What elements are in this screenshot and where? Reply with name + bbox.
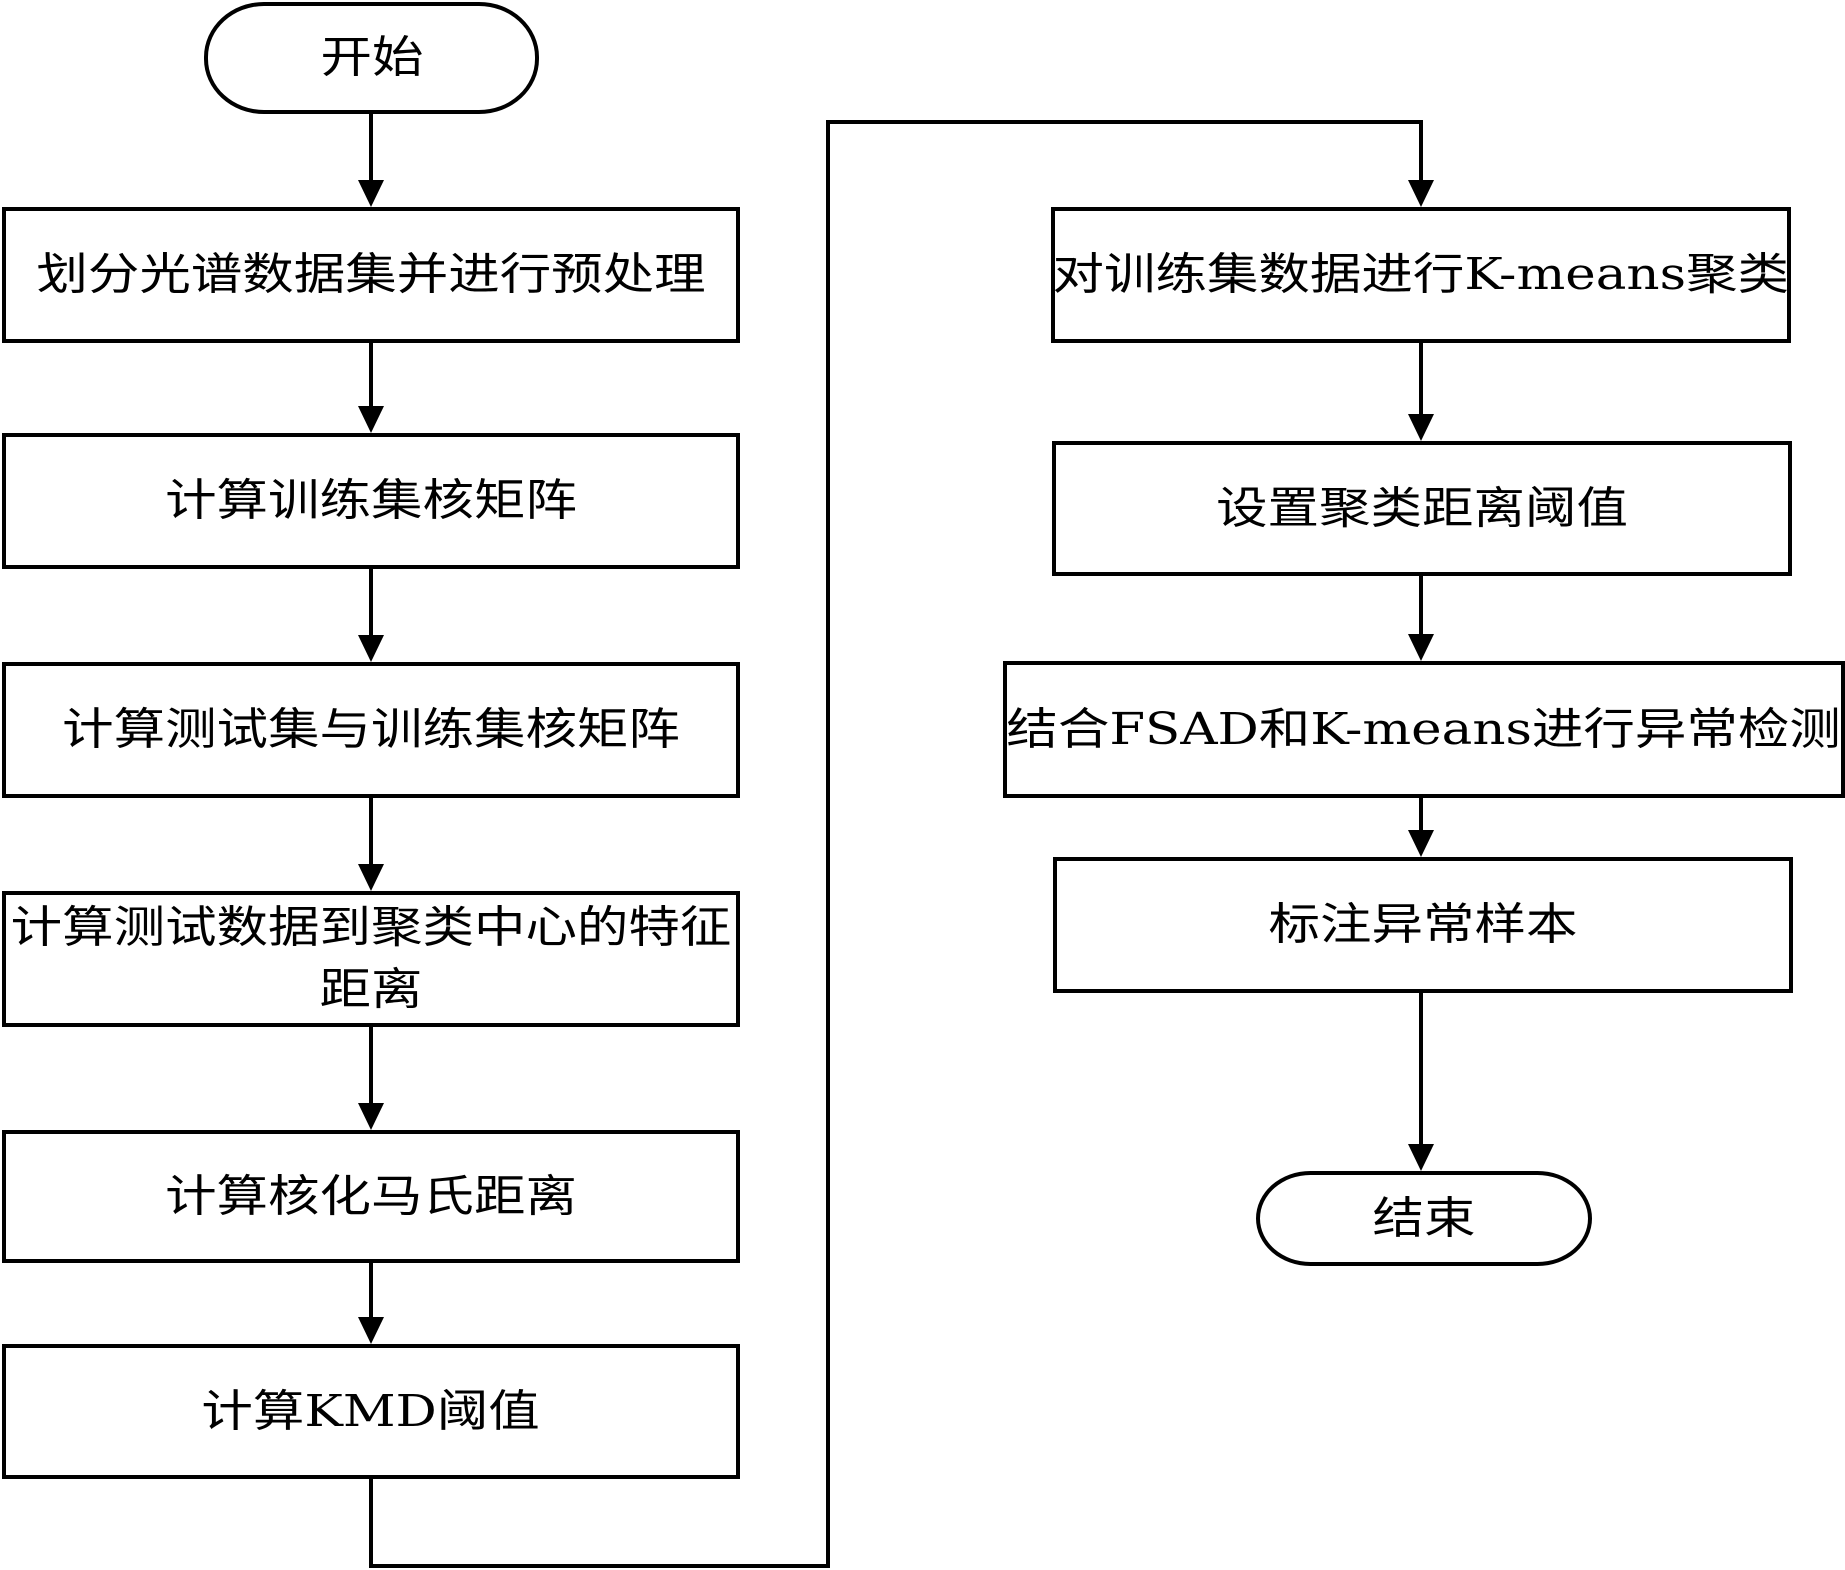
arrowhead — [1408, 634, 1434, 661]
step-test-train-kernel-matrix: 计算测试集与训练集核矩阵 — [2, 662, 740, 798]
arrowhead — [358, 180, 384, 207]
step-label: 计算测试集与训练集核矩阵 — [62, 704, 680, 755]
arrowhead — [1408, 830, 1434, 857]
arrowhead — [358, 635, 384, 662]
step-train-kernel-matrix: 计算训练集核矩阵 — [2, 433, 740, 569]
step-label: 结合FSAD和K-means进行异常检测 — [1006, 703, 1842, 755]
arrowhead — [358, 1103, 384, 1130]
arrowhead — [1408, 414, 1434, 441]
step-anomaly-detection: 结合FSAD和K-means进行异常检测 — [1003, 661, 1845, 798]
end-label: 结束 — [1372, 1192, 1476, 1244]
step-feature-distance: 计算测试数据到聚类中心的特征 距离 — [2, 891, 740, 1027]
arrowhead — [358, 1317, 384, 1344]
step-label: 划分光谱数据集并进行预处理 — [36, 249, 706, 300]
step-kernel-mahalanobis: 计算核化马氏距离 — [2, 1130, 740, 1263]
arrowhead — [358, 864, 384, 891]
step-kmd-threshold: 计算KMD阈值 — [2, 1344, 740, 1479]
start-label: 开始 — [320, 32, 423, 83]
step-label: 计算核化马氏距离 — [165, 1170, 577, 1222]
step-label: 计算KMD阈值 — [201, 1385, 541, 1437]
arrowhead — [358, 406, 384, 433]
step-label: 设置聚类距离阈值 — [1216, 482, 1628, 534]
step-kmeans-clustering: 对训练集数据进行K-means聚类 — [1051, 207, 1791, 343]
end-terminator: 结束 — [1256, 1171, 1592, 1266]
step-cluster-threshold: 设置聚类距离阈值 — [1052, 441, 1792, 576]
step-label: 标注异常样本 — [1268, 899, 1578, 950]
edge-n6-n7 — [369, 120, 1423, 1568]
start-terminator: 开始 — [204, 2, 539, 114]
arrowhead — [1408, 180, 1434, 207]
step-split-preprocess: 划分光谱数据集并进行预处理 — [2, 207, 740, 343]
step-label-line1: 计算测试数据到聚类中心的特征 — [10, 902, 732, 953]
arrowhead — [1408, 1144, 1434, 1171]
step-label-anomalies: 标注异常样本 — [1053, 857, 1793, 993]
step-label: 计算训练集核矩阵 — [165, 475, 577, 526]
step-label: 对训练集数据进行K-means聚类 — [1052, 249, 1790, 300]
step-label-line2: 距离 — [319, 964, 423, 1015]
